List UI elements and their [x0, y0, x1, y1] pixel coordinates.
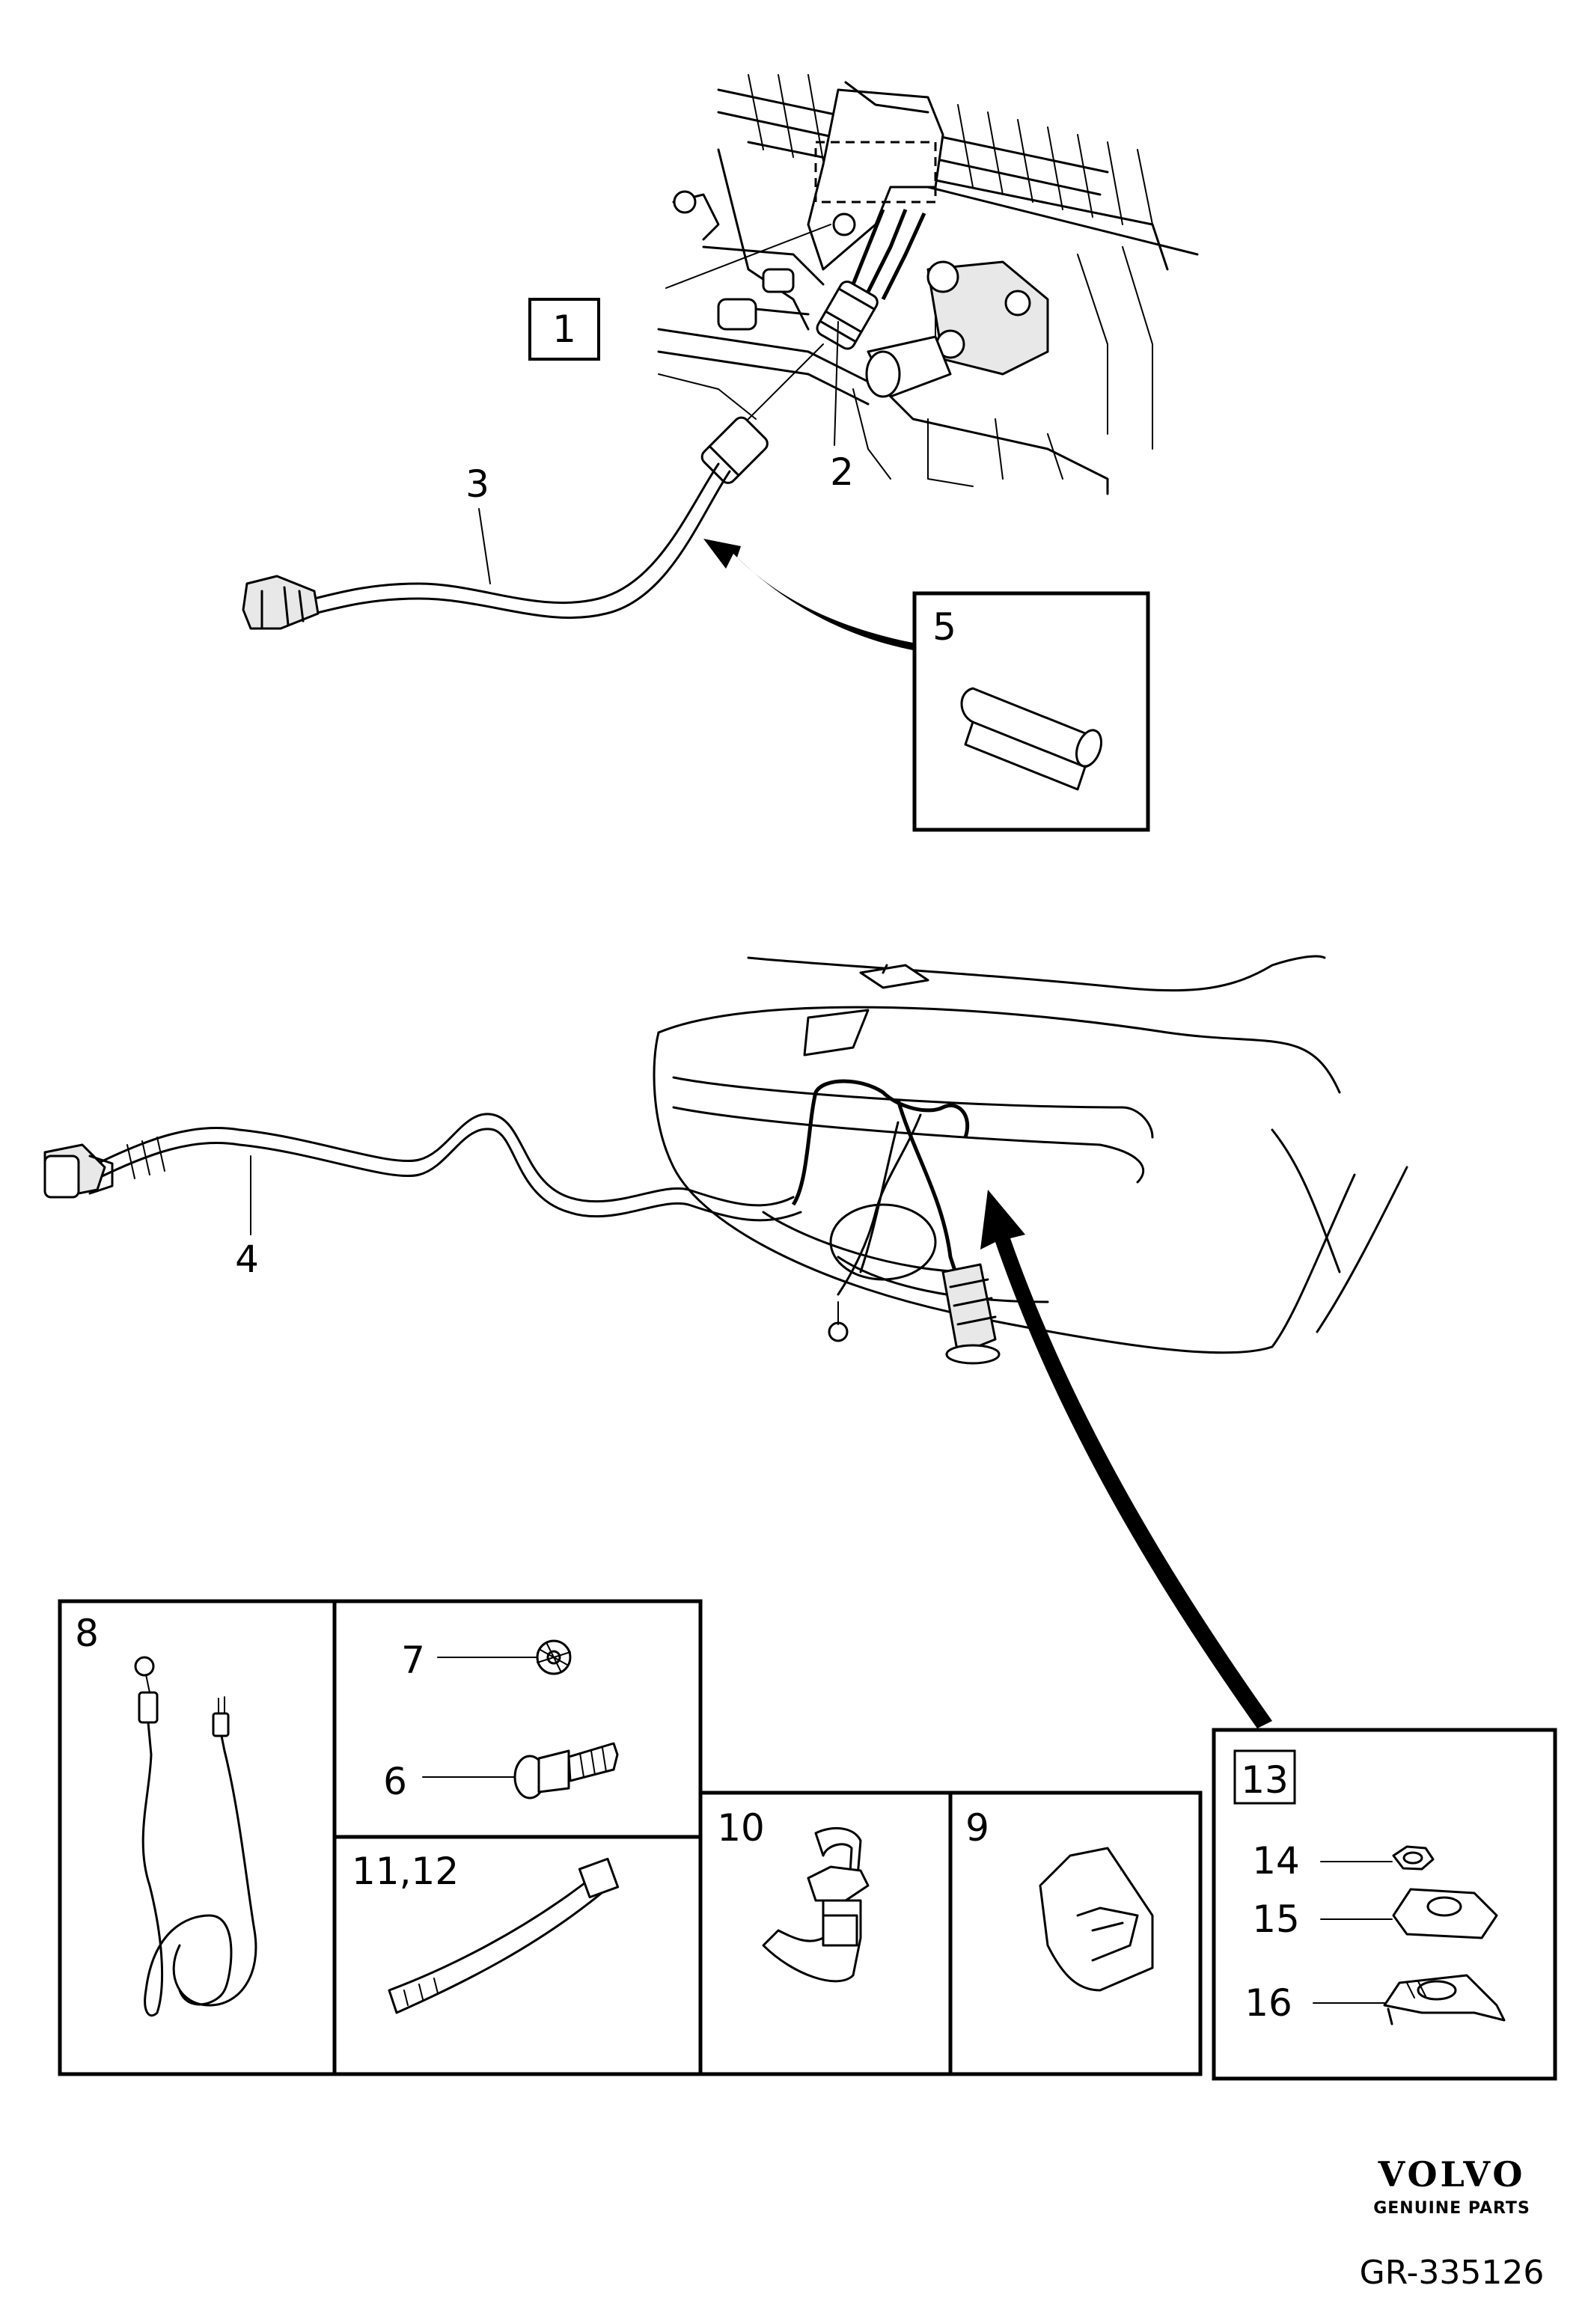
callout-3: 3: [465, 462, 489, 506]
bracket-icon: [1313, 1974, 1506, 2025]
callout-6: 6: [383, 1760, 407, 1803]
callout-1: 1: [552, 308, 576, 351]
callout-4: 4: [235, 1238, 259, 1281]
brand-logo: VOLVO: [1378, 2154, 1526, 2195]
callout-14: 14: [1252, 1839, 1300, 1883]
leader-3: [478, 508, 491, 584]
nut-icon: [1320, 1845, 1435, 1871]
clip-icon: [1039, 1847, 1154, 1992]
arrow-5: [703, 539, 917, 651]
diagram-code: GR-335126: [1360, 2254, 1545, 2292]
callout-box-1: [528, 298, 600, 361]
engine-bay-icon: [657, 74, 1199, 495]
callout-11-12: 11,12: [352, 1850, 459, 1893]
callout-5: 5: [932, 605, 956, 649]
callout-7: 7: [401, 1639, 425, 1682]
screw-icon: [422, 1742, 619, 1799]
callout-9: 9: [965, 1806, 989, 1850]
callout-10: 10: [717, 1806, 765, 1850]
callout-8: 8: [75, 1612, 99, 1655]
harness-cable-icon: [43, 1079, 1001, 1365]
leader-2: [834, 321, 839, 446]
cable-tie-icon: [388, 1857, 620, 2014]
harness-cable-icon: [134, 1656, 257, 2017]
callout-16: 16: [1245, 1981, 1292, 2025]
brand-tagline: GENUINE PARTS: [1373, 2199, 1530, 2218]
callout-13: 13: [1241, 1758, 1289, 1802]
tube-icon: [960, 687, 1102, 791]
grommet-icon: [1320, 1888, 1498, 1939]
washer-icon: [437, 1639, 572, 1675]
sensor-cable-icon: [242, 343, 824, 630]
clip-icon: [762, 1826, 870, 1983]
callout-2: 2: [830, 450, 854, 494]
bumper-icon: [653, 955, 1408, 1354]
arrow-13: [980, 1190, 1272, 1728]
callout-15: 15: [1252, 1898, 1300, 1941]
